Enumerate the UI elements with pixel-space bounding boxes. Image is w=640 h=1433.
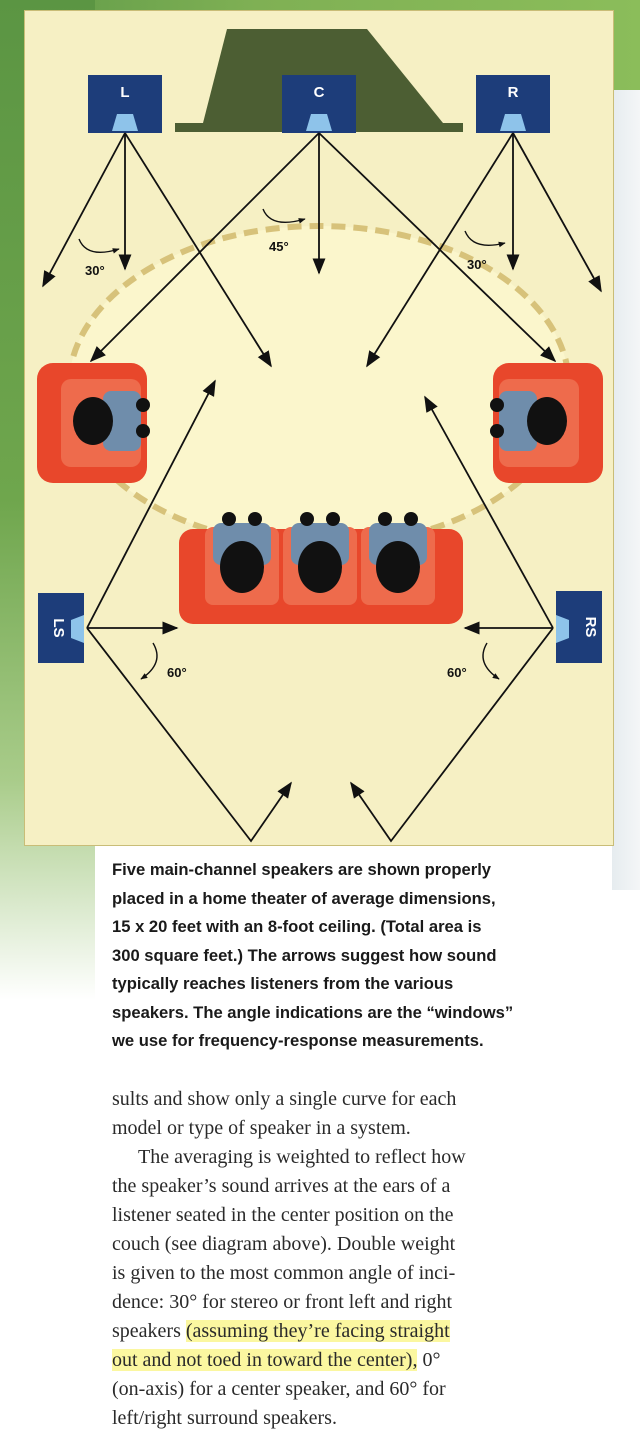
listener-left-icon <box>213 512 271 593</box>
caption-line: Five main-channel speakers are shown pro… <box>112 860 492 879</box>
figure-caption: Five main-channel speakers are shown pro… <box>112 856 632 1056</box>
body-text-segment: speakers <box>112 1320 186 1342</box>
body-line: (on-axis) for a center speaker, and 60° … <box>112 1378 446 1400</box>
body-line-highlighted: out and not toed in toward the center), … <box>112 1346 532 1375</box>
listener-center-icon <box>291 512 349 593</box>
speaker-right-surround-icon: RS <box>556 591 602 663</box>
caption-line: we use for frequency-response measuremen… <box>112 1031 484 1050</box>
caption-line: typically reaches listeners from the var… <box>112 974 454 993</box>
angle-label-right-surround: 60° <box>447 665 467 680</box>
body-line: couch (see diagram above). Double weight <box>112 1233 456 1255</box>
sound-arrows-left <box>42 132 272 368</box>
chair-left-icon <box>37 363 150 483</box>
speaker-label-ls: LS <box>50 618 67 637</box>
background-right-strip <box>612 90 640 890</box>
highlighted-text: (assuming they’re facing straight <box>185 1320 450 1342</box>
body-line: listener seated in the center position o… <box>112 1204 454 1226</box>
body-text-segment: 0° <box>417 1349 441 1371</box>
body-line: dence: 30° for stereo or front left and … <box>112 1291 453 1313</box>
caption-line: 300 square feet.) The arrows suggest how… <box>112 945 497 965</box>
sound-arrows-center <box>89 132 557 363</box>
body-line: left/right surround speakers. <box>112 1407 337 1429</box>
caption-line: 15 x 20 feet with an 8-foot ceiling. (To… <box>112 917 482 936</box>
body-line: sults and show only a single curve for e… <box>112 1088 457 1110</box>
caption-line: speakers. The angle indications are the … <box>112 1002 514 1022</box>
article-body: sults and show only a single curve for e… <box>112 1085 532 1433</box>
chair-right-icon <box>490 363 603 483</box>
angle-label-left-front: 30° <box>85 263 105 278</box>
speaker-center-icon: C <box>282 75 356 133</box>
highlighted-text: out and not toed in toward the center), <box>112 1349 418 1371</box>
couch-icon <box>179 512 463 624</box>
speaker-placement-diagram: L C R LS RS <box>24 10 614 846</box>
listener-right-icon <box>369 512 427 593</box>
body-line: is given to the most common angle of inc… <box>112 1262 456 1284</box>
body-line: The averaging is weighted to reflect how <box>138 1146 466 1168</box>
speaker-label-l: L <box>120 84 129 101</box>
speaker-label-c: C <box>314 84 325 101</box>
speaker-left-icon: L <box>88 75 162 133</box>
caption-line: placed in a home theater of average dime… <box>112 888 496 908</box>
body-line-highlighted: speakers (assuming they’re facing straig… <box>112 1317 532 1346</box>
speaker-right-icon: R <box>476 75 550 133</box>
body-line: the speaker’s sound arrives at the ears … <box>112 1175 451 1197</box>
angle-label-left-surround: 60° <box>167 665 187 680</box>
speaker-label-rs: RS <box>582 617 599 638</box>
sound-arrows-right-surround <box>350 395 554 843</box>
sound-arrows-left-surround <box>86 379 292 843</box>
body-line: model or type of speaker in a system. <box>112 1117 411 1139</box>
speaker-label-r: R <box>508 84 519 101</box>
angle-arcs <box>78 208 506 680</box>
angle-label-center: 45° <box>269 239 289 254</box>
speaker-left-surround-icon: LS <box>38 593 84 663</box>
sound-arrows-right <box>366 132 602 368</box>
angle-label-right-front: 30° <box>467 257 487 272</box>
